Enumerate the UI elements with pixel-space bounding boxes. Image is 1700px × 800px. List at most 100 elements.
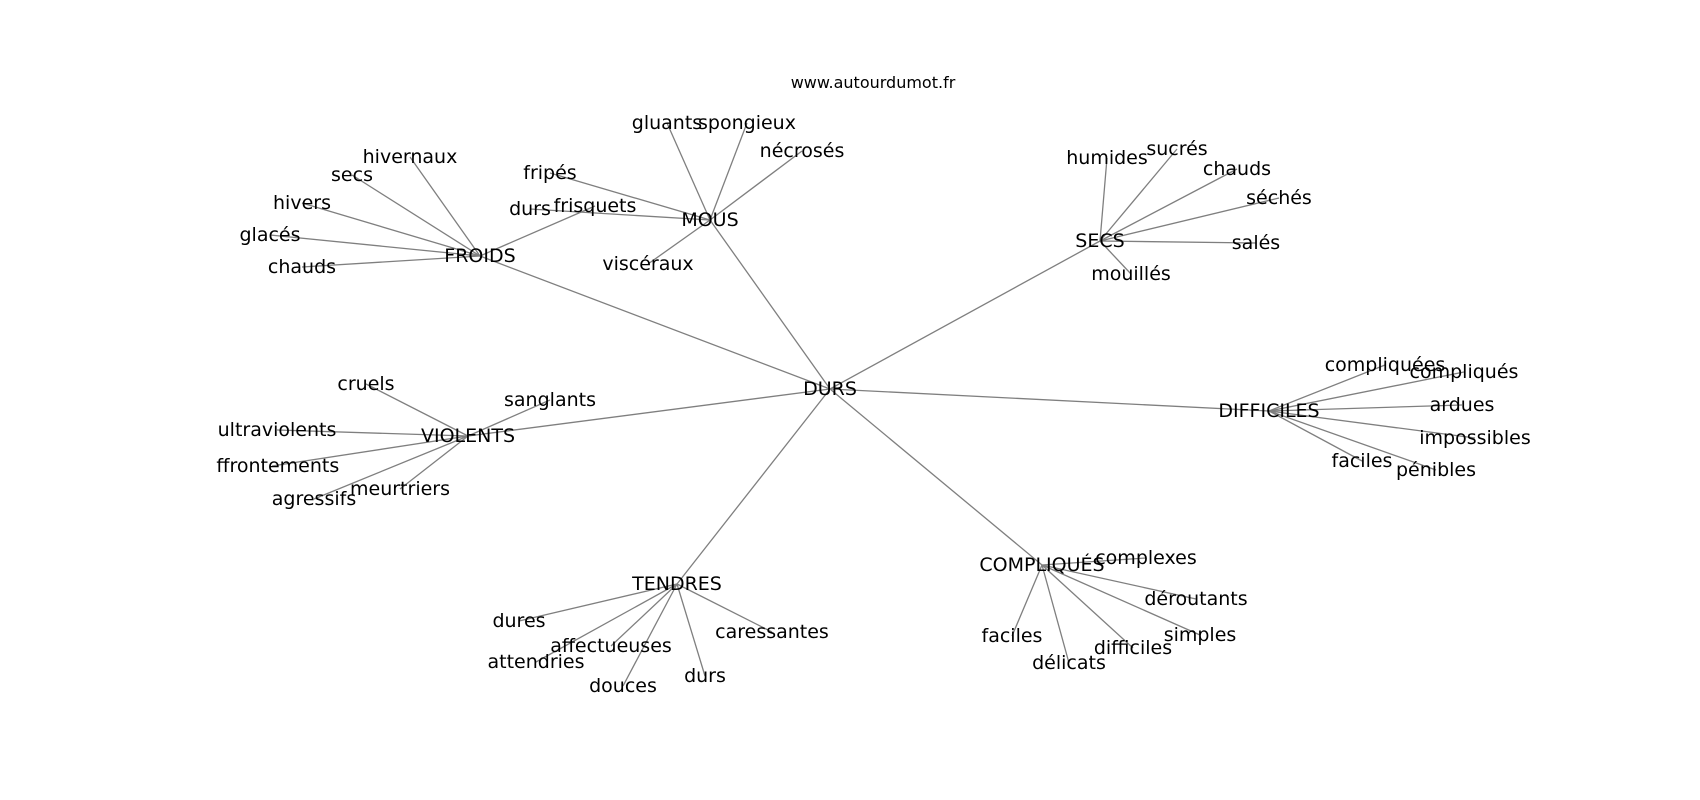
leaf-word: durs (509, 198, 551, 220)
edge-tendres-leaf (535, 583, 678, 663)
leaf-word: gluants (632, 112, 702, 134)
leaf-word: complexes (1095, 547, 1197, 569)
edge-root-secs (829, 240, 1101, 390)
leaf-word: attendries (487, 651, 584, 673)
edge-difficiles-leaf (1268, 404, 1463, 412)
leaf-word: faciles (982, 625, 1043, 647)
edges (269, 122, 1476, 687)
edge-froids-leaf (301, 202, 481, 257)
leaf-word: ardues (1430, 394, 1495, 416)
edge-secs-leaf (1099, 148, 1178, 242)
leaf-word: séchés (1246, 187, 1312, 209)
edge-violents-leaf (467, 399, 551, 437)
group-word: DIFFICILES (1218, 400, 1319, 422)
leaf-word: glacés (239, 224, 300, 246)
edge-compliqués-leaf (1041, 564, 1070, 664)
leaf-word: simples (1164, 624, 1237, 646)
leaf-word: nécrosés (760, 140, 845, 162)
edge-secs-leaf (1099, 240, 1132, 275)
group-word: FROIDS (444, 245, 515, 267)
group-word: COMPLIQUÉS (979, 553, 1104, 576)
leaf-word: hivernaux (363, 146, 458, 168)
leaf-word: durs (684, 665, 726, 687)
group-word: MOUS (681, 209, 738, 231)
edge-tendres-leaf (518, 583, 678, 622)
edge-mous-leaf (529, 208, 711, 221)
edge-compliqués-leaf (1041, 564, 1134, 649)
edge-secs-leaf (1099, 157, 1108, 242)
edge-root-mous (709, 219, 831, 390)
leaf-word: secs (331, 164, 373, 186)
edge-froids-leaf (479, 205, 596, 257)
edge-violents-leaf (365, 383, 469, 437)
leaf-word: difficiles (1094, 637, 1172, 659)
group-word: TENDRES (631, 573, 722, 595)
leaf-word: affectueuses (550, 635, 672, 657)
leaf-word: frisquets (554, 195, 637, 217)
edge-difficiles-leaf (1268, 410, 1363, 462)
leaf-word: impossibles (1419, 427, 1530, 449)
leaf-word: sanglants (504, 389, 596, 411)
leaf-word: hivers (273, 192, 331, 214)
edge-secs-leaf (1099, 168, 1238, 242)
leaf-word: viscéraux (602, 253, 693, 275)
edge-tendres-leaf (610, 583, 678, 647)
edge-tendres-leaf (622, 583, 678, 687)
leaf-word: déroutants (1144, 588, 1247, 610)
leaf-word: spongieux (698, 112, 796, 134)
leaf-word: douces (589, 675, 657, 697)
edge-violents-leaf (313, 435, 469, 500)
edge-compliqués-leaf (1011, 564, 1043, 637)
site-watermark: www.autourdumot.fr (791, 73, 956, 92)
leaf-word: affrontements (205, 455, 340, 477)
edge-mous-leaf (549, 172, 711, 221)
leaf-word: fripés (523, 162, 576, 184)
leaf-word: faciles (1332, 450, 1393, 472)
leaf-word: pénibles (1396, 459, 1476, 481)
edge-compliqués-leaf (1041, 557, 1147, 566)
edge-tendres-leaf (676, 583, 706, 677)
leaf-word: humides (1066, 147, 1148, 169)
edge-root-compliqués (829, 388, 1043, 566)
edge-violents-leaf (399, 435, 469, 490)
edge-froids-leaf (269, 234, 481, 257)
edge-compliqués-leaf (1041, 564, 1197, 600)
edge-froids-leaf (301, 255, 481, 268)
edge-secs-leaf (1099, 240, 1257, 244)
edge-difficiles-leaf (1268, 410, 1437, 471)
group-word: SECS (1075, 230, 1124, 252)
root-word: DURS (803, 378, 857, 400)
edge-mous-leaf (666, 122, 711, 221)
edge-froids-leaf (409, 156, 481, 257)
edge-tendres-leaf (676, 583, 773, 633)
leaf-word: caressantes (715, 621, 829, 643)
group-word: VIOLENTS (421, 425, 515, 447)
edge-root-tendres (676, 388, 831, 585)
edge-root-violents (467, 388, 831, 437)
edge-violents-leaf (271, 435, 469, 467)
edge-difficiles-leaf (1268, 371, 1465, 412)
edge-mous-leaf (709, 150, 803, 221)
leaf-word: dures (492, 610, 545, 632)
leaf-word: mouillés (1091, 263, 1171, 285)
leaf-word: meurtriers (350, 478, 450, 500)
edge-difficiles-leaf (1268, 410, 1476, 439)
edge-difficiles-leaf (1268, 364, 1386, 412)
edge-secs-leaf (1099, 197, 1280, 242)
leaf-word: salés (1232, 232, 1280, 254)
edge-mous-leaf (647, 219, 711, 265)
edge-violents-leaf (276, 429, 469, 437)
edge-compliqués-leaf (1041, 564, 1201, 636)
edge-root-froids (479, 255, 831, 390)
edge-root-difficiles (829, 388, 1270, 412)
edge-mous-leaf (709, 122, 748, 221)
leaf-word: compliqués (1410, 361, 1519, 383)
leaf-word: chauds (268, 256, 336, 278)
leaf-word: compliquées (1325, 354, 1446, 376)
edge-froids-leaf (351, 174, 481, 257)
leaf-word: agressifs (272, 488, 356, 510)
leaf-word: sucrés (1146, 138, 1207, 160)
leaf-word: délicats (1032, 652, 1106, 674)
